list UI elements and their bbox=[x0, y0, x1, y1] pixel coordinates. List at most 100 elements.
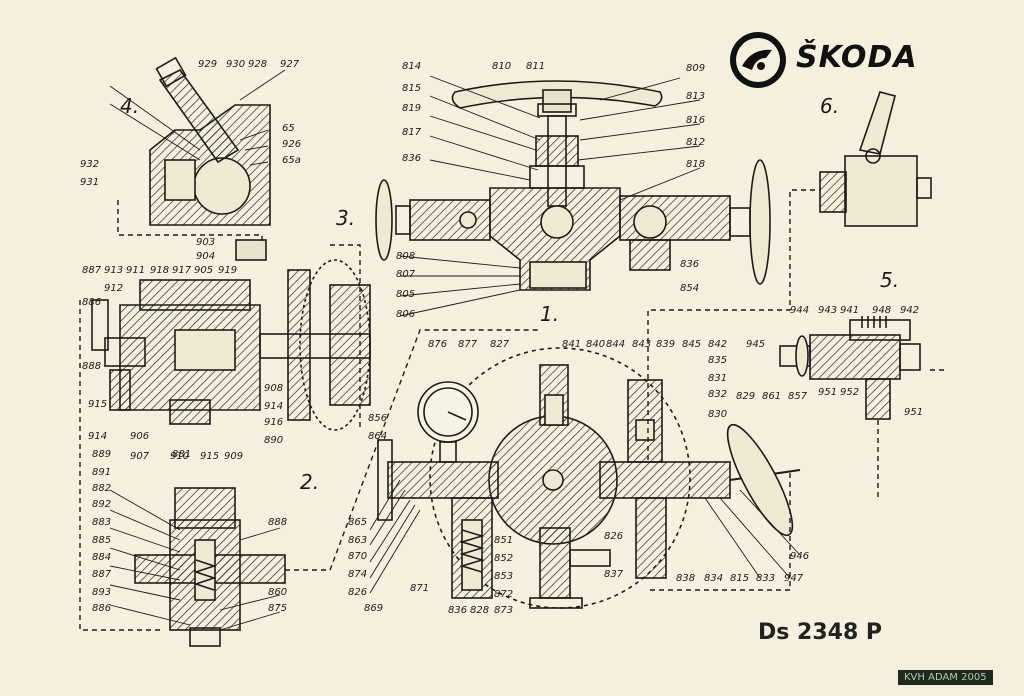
part-label: 941 bbox=[840, 305, 860, 316]
part-label: 805 bbox=[396, 289, 416, 300]
section-number-1: 1. bbox=[540, 302, 560, 326]
part-label: 892 bbox=[92, 499, 112, 510]
part-label: 812 bbox=[686, 137, 706, 148]
part-label: 835 bbox=[708, 355, 728, 366]
part-label: 836 bbox=[680, 259, 700, 270]
part-label: 872 bbox=[494, 589, 514, 600]
part-label: 929 bbox=[198, 59, 218, 70]
relief-valve-assembly bbox=[134, 487, 286, 647]
part-label: 887 bbox=[92, 569, 112, 580]
part-label: 857 bbox=[788, 391, 808, 402]
part-label: 827 bbox=[490, 339, 510, 350]
part-label: 928 bbox=[248, 59, 268, 70]
part-label: 840 bbox=[586, 339, 606, 350]
part-label: 856 bbox=[368, 413, 388, 424]
part-label: 907 bbox=[130, 451, 150, 462]
part-label: 926 bbox=[282, 139, 302, 150]
part-label: 906 bbox=[130, 431, 150, 442]
part-label: 903 bbox=[196, 237, 216, 248]
manifold-1-assembly bbox=[377, 347, 801, 609]
part-label: 65a bbox=[282, 155, 301, 166]
part-label: 932 bbox=[80, 159, 100, 170]
section-number-2: 2. bbox=[300, 470, 320, 494]
part-label: 951 bbox=[818, 387, 838, 398]
part-label: 831 bbox=[708, 373, 728, 384]
part-label: 946 bbox=[790, 551, 810, 562]
part-label: 832 bbox=[708, 389, 728, 400]
part-label: 890 bbox=[264, 435, 284, 446]
leader-lines bbox=[109, 69, 801, 631]
part-label: 842 bbox=[708, 339, 728, 350]
part-label: 888 bbox=[268, 517, 288, 528]
part-label: 884 bbox=[92, 552, 112, 563]
part-label: 819 bbox=[402, 103, 422, 114]
part-label: 810 bbox=[492, 61, 512, 72]
part-label: 915 bbox=[88, 399, 108, 410]
part-label: 952 bbox=[840, 387, 860, 398]
part-label: 815 bbox=[402, 83, 422, 94]
part-label: 918 bbox=[150, 265, 170, 276]
part-label: 807 bbox=[396, 269, 416, 280]
watermark-tag: KVH ADAM 2005 bbox=[898, 670, 993, 685]
section-number-5: 5. bbox=[880, 268, 900, 292]
part-label: 816 bbox=[686, 115, 706, 126]
part-label: 916 bbox=[264, 417, 284, 428]
part-label: 853 bbox=[494, 571, 514, 582]
part-label: 917 bbox=[172, 265, 192, 276]
part-label: 909 bbox=[224, 451, 244, 462]
part-label: 904 bbox=[196, 251, 216, 262]
section-number-4: 4. bbox=[120, 94, 140, 118]
part-label: 861 bbox=[762, 391, 782, 402]
part-label: 947 bbox=[784, 573, 804, 584]
part-label: 834 bbox=[704, 573, 724, 584]
part-label: 811 bbox=[526, 61, 546, 72]
part-label: 930 bbox=[226, 59, 246, 70]
part-label: 889 bbox=[92, 449, 112, 460]
part-label: 841 bbox=[562, 339, 582, 350]
document-number: Ds 2348 P bbox=[758, 620, 883, 645]
part-label: 887 bbox=[82, 265, 102, 276]
skoda-logo-mark bbox=[730, 32, 786, 88]
part-label: 877 bbox=[458, 339, 478, 350]
control-head-6 bbox=[819, 91, 932, 227]
part-label: 883 bbox=[92, 517, 112, 528]
brand-name: ŠKODA bbox=[796, 40, 918, 75]
part-label: 843 bbox=[632, 339, 652, 350]
valve-3-assembly bbox=[375, 80, 771, 291]
part-label: 871 bbox=[410, 583, 430, 594]
part-label: 945 bbox=[746, 339, 766, 350]
part-label: 942 bbox=[900, 305, 920, 316]
part-label: 914 bbox=[264, 401, 284, 412]
pump-2-assembly bbox=[91, 239, 371, 431]
part-label: 830 bbox=[708, 409, 728, 420]
part-label: 911 bbox=[126, 265, 146, 276]
part-label: 863 bbox=[348, 535, 368, 546]
part-label: 836 bbox=[448, 605, 468, 616]
part-label: 813 bbox=[686, 91, 706, 102]
part-label: 919 bbox=[218, 265, 238, 276]
part-label: 844 bbox=[606, 339, 626, 350]
part-label: 891 bbox=[92, 467, 112, 478]
part-label: 864 bbox=[368, 431, 388, 442]
part-label: 836 bbox=[402, 153, 422, 164]
part-label: 829 bbox=[736, 391, 756, 402]
part-label: 908 bbox=[264, 383, 284, 394]
part-label: 893 bbox=[92, 587, 112, 598]
part-label: 838 bbox=[676, 573, 696, 584]
part-label: 860 bbox=[268, 587, 288, 598]
part-label: 828 bbox=[470, 605, 490, 616]
part-label: 882 bbox=[92, 483, 112, 494]
part-label: 910 bbox=[170, 451, 190, 462]
part-label: 944 bbox=[790, 305, 810, 316]
part-label: 951 bbox=[904, 407, 924, 418]
part-label: 885 bbox=[92, 535, 112, 546]
part-label: 927 bbox=[280, 59, 300, 70]
part-label: 912 bbox=[104, 283, 124, 294]
part-label: 65 bbox=[282, 123, 295, 134]
part-label: 886 bbox=[82, 297, 102, 308]
section-number-3: 3. bbox=[336, 206, 356, 230]
section-number-6: 6. bbox=[820, 94, 840, 118]
part-label: 886 bbox=[92, 603, 112, 614]
